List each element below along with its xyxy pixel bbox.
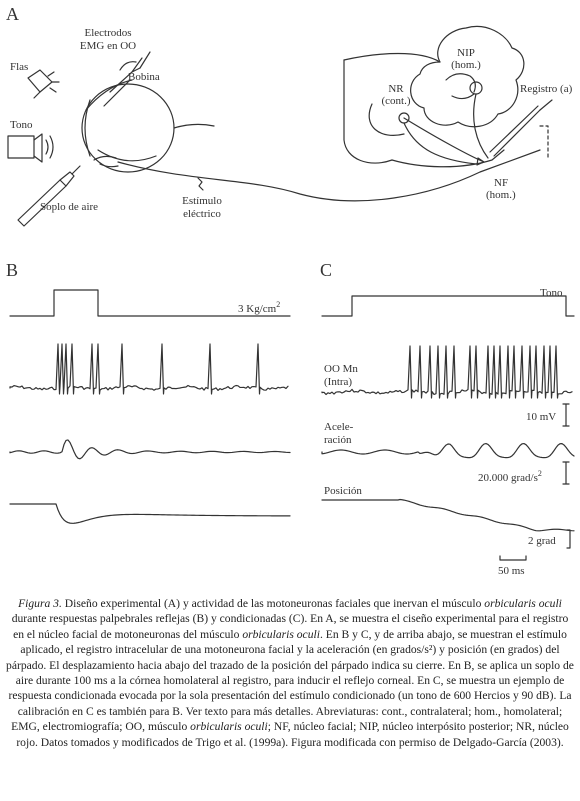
- c-tone-trace: [321, 295, 575, 317]
- c-mn-label-1: OO Mn: [324, 363, 358, 375]
- stimulus-squiggle-icon: [197, 177, 204, 191]
- b-stimulus-trace: [9, 289, 291, 317]
- panel-a-letter: A: [6, 4, 19, 24]
- air-puff-pipe-icon: [17, 165, 81, 227]
- c-mn-label-2: (Intra): [324, 376, 352, 388]
- tone-label: Tono: [10, 119, 33, 131]
- c-accel-label-2: ración: [324, 434, 352, 446]
- cal-bar-position: [566, 529, 571, 549]
- nr-label-2: (cont.): [381, 95, 410, 107]
- nip-label-1: NIP: [457, 47, 475, 59]
- coil-label: Bobina: [128, 71, 160, 83]
- flash-lamp-icon: [27, 69, 60, 99]
- b-motoneuron-trace: [9, 343, 289, 395]
- b-acceleration-trace: [9, 439, 291, 460]
- caption-figure-label: Figura 3.: [18, 597, 62, 610]
- nr-label-1: NR: [388, 83, 404, 95]
- c-cal-accel-label: 20.000 grad/s2: [478, 469, 542, 484]
- cal-bar-time: [499, 555, 527, 561]
- panel-b-letter: B: [6, 260, 18, 280]
- figure-3: A Flas Tono Soplo de aire Electrodos EMG…: [6, 4, 575, 577]
- nip-label-2: (hom.): [451, 59, 481, 71]
- electrodes-label-2: EMG en OO: [80, 40, 136, 52]
- b-position-trace: [9, 503, 291, 524]
- panel-c-traces: [321, 295, 575, 561]
- recording-label: Registro (a): [520, 83, 573, 95]
- speaker-icon: [7, 133, 54, 163]
- c-cal-position-label: 2 grad: [528, 535, 556, 547]
- c-accel-label-1: Acele-: [324, 421, 354, 433]
- flash-label: Flas: [10, 61, 28, 73]
- brainstem-outline: [343, 25, 525, 168]
- c-motoneuron-trace: [321, 345, 573, 399]
- figure-caption: Figura 3. Diseño experimental (A) y acti…: [6, 597, 574, 749]
- c-cal-time-label: 50 ms: [498, 565, 525, 577]
- nf-label-2: (hom.): [486, 189, 516, 201]
- panel-a-diagram: [7, 25, 553, 227]
- cal-bar-accel: [562, 461, 570, 485]
- c-tone-label: Tono: [540, 287, 563, 299]
- c-cal-voltage-label: 10 mV: [526, 411, 556, 423]
- nf-label-1: NF: [494, 177, 508, 189]
- panel-b-traces: [9, 289, 291, 524]
- panel-c-letter: C: [320, 260, 332, 280]
- b-stim-label: 3 Kg/cm2: [238, 300, 280, 315]
- stimulus-label-2: eléctrico: [183, 208, 221, 220]
- air-puff-label: Soplo de aire: [40, 201, 98, 213]
- stimulus-label-1: Estímulo: [182, 195, 222, 207]
- recording-electrode-icon: [489, 105, 541, 157]
- electrodes-label-1: Electrodos: [84, 27, 131, 39]
- c-position-label: Posición: [324, 485, 362, 497]
- c-position-trace: [321, 498, 575, 532]
- c-acceleration-trace: [321, 442, 575, 459]
- cal-bar-voltage: [562, 403, 570, 427]
